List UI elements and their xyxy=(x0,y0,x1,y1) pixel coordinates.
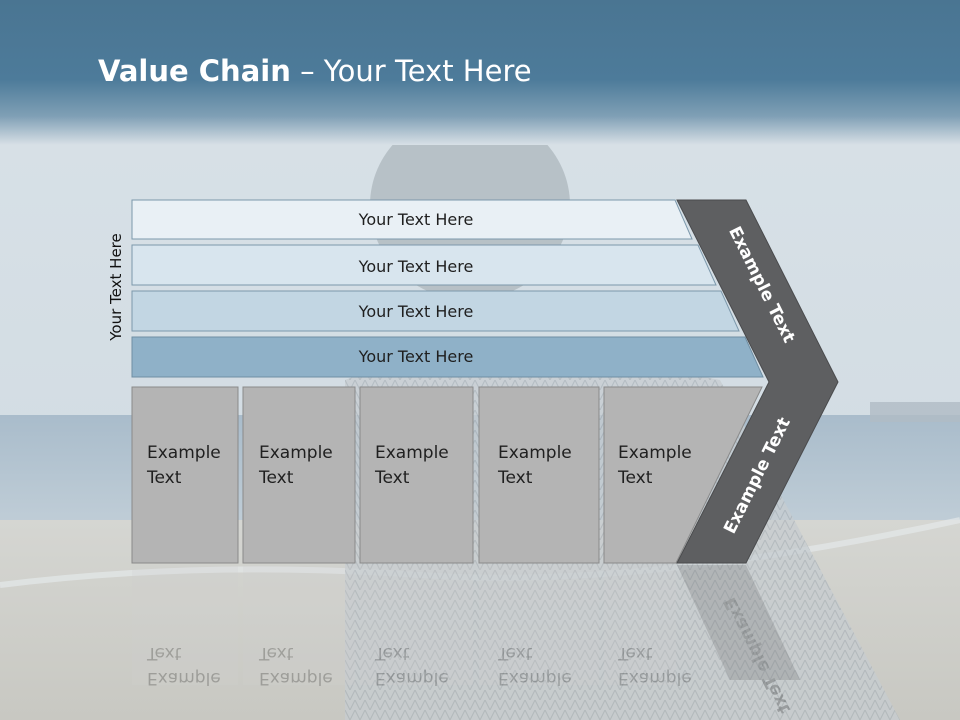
row-4: Your Text Here xyxy=(131,336,764,378)
row-3-label: Your Text Here xyxy=(358,302,474,321)
column-5-reflection-text-2: Text xyxy=(617,643,653,663)
row-4-shape xyxy=(131,336,764,378)
chevron-shape xyxy=(676,199,839,564)
slide-title: Value Chain – Your Text Here xyxy=(98,54,532,88)
chevron-arrow: Example Text Example Text xyxy=(676,199,839,564)
column-1-reflection-text-2: Text xyxy=(146,643,182,663)
row-1-label: Your Text Here xyxy=(358,210,474,229)
row-2-shape xyxy=(131,244,717,286)
column-3-reflection xyxy=(360,565,473,685)
column-1-line1: Example xyxy=(147,443,221,463)
column-5-line2: Text xyxy=(617,468,653,488)
row-2: Your Text Here xyxy=(131,244,717,286)
column-4-reflection-text-2: Text xyxy=(497,643,533,663)
header-band xyxy=(0,0,960,145)
row-1: Your Text Here xyxy=(131,199,693,240)
column-2-line2: Text xyxy=(258,468,294,488)
column-2-reflection xyxy=(243,565,355,685)
column-3-shape xyxy=(359,386,474,564)
chevron-reflection xyxy=(677,565,800,680)
column-4-line1: Example xyxy=(498,443,572,463)
column-3-line1: Example xyxy=(375,443,449,463)
column-3-line2: Text xyxy=(374,468,410,488)
reflection: Example Text Example Text Example Text E… xyxy=(132,565,800,717)
row-3-shape xyxy=(131,290,740,332)
column-4-reflection-text: Example xyxy=(498,668,572,688)
column-2-reflection-text-2: Text xyxy=(258,643,294,663)
column-4-line2: Text xyxy=(497,468,533,488)
column-1-shape xyxy=(131,386,239,564)
column-1-reflection xyxy=(132,565,238,685)
column-2-shape xyxy=(242,386,356,564)
column-5-line1: Example xyxy=(618,443,692,463)
row-2-label: Your Text Here xyxy=(358,257,474,276)
row-4-label: Your Text Here xyxy=(358,347,474,366)
column-3-reflection-text: Example xyxy=(375,668,449,688)
column-1-line2: Text xyxy=(146,468,182,488)
column-4-reflection xyxy=(479,565,599,685)
title-rest: – Your Text Here xyxy=(290,54,532,88)
title-bold: Value Chain xyxy=(98,54,291,88)
column-4-shape xyxy=(478,386,600,564)
row-3: Your Text Here xyxy=(131,290,740,332)
column-1-reflection-text: Example xyxy=(147,668,221,688)
column-5-shape xyxy=(603,386,763,564)
column-2-line1: Example xyxy=(259,443,333,463)
column-5-reflection-text: Example xyxy=(618,668,692,688)
column-2-reflection-text: Example xyxy=(259,668,333,688)
row-1-shape xyxy=(131,199,693,240)
column-5-reflection xyxy=(604,565,676,685)
column-3-reflection-text-2: Text xyxy=(374,643,410,663)
